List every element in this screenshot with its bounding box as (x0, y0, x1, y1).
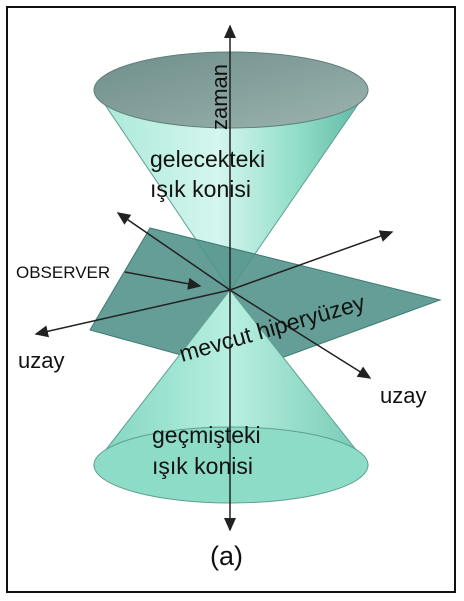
past-cone-label-line2: ışık konisi (152, 453, 253, 479)
past-light-cone (92, 289, 370, 504)
figure-caption: (a) (210, 541, 243, 571)
space-axis-lower-right (229, 289, 372, 379)
observer-label: OBSERVER (16, 263, 110, 282)
time-axis-label: zaman (207, 64, 232, 130)
space-right-label: uzay (380, 383, 426, 408)
past-cone-label-line1: geçmişteki (152, 422, 261, 448)
space-axis-upper-right (229, 230, 394, 291)
space-left-label: uzay (18, 348, 64, 373)
future-light-cone (93, 51, 369, 291)
observer-pointer (124, 271, 202, 290)
space-axis-upper-left (116, 212, 231, 291)
space-axis-lower-left (34, 289, 231, 338)
future-cone-label-line1: gelecekteki (150, 146, 265, 172)
future-cone-label-line2: ışık konisi (150, 176, 251, 202)
